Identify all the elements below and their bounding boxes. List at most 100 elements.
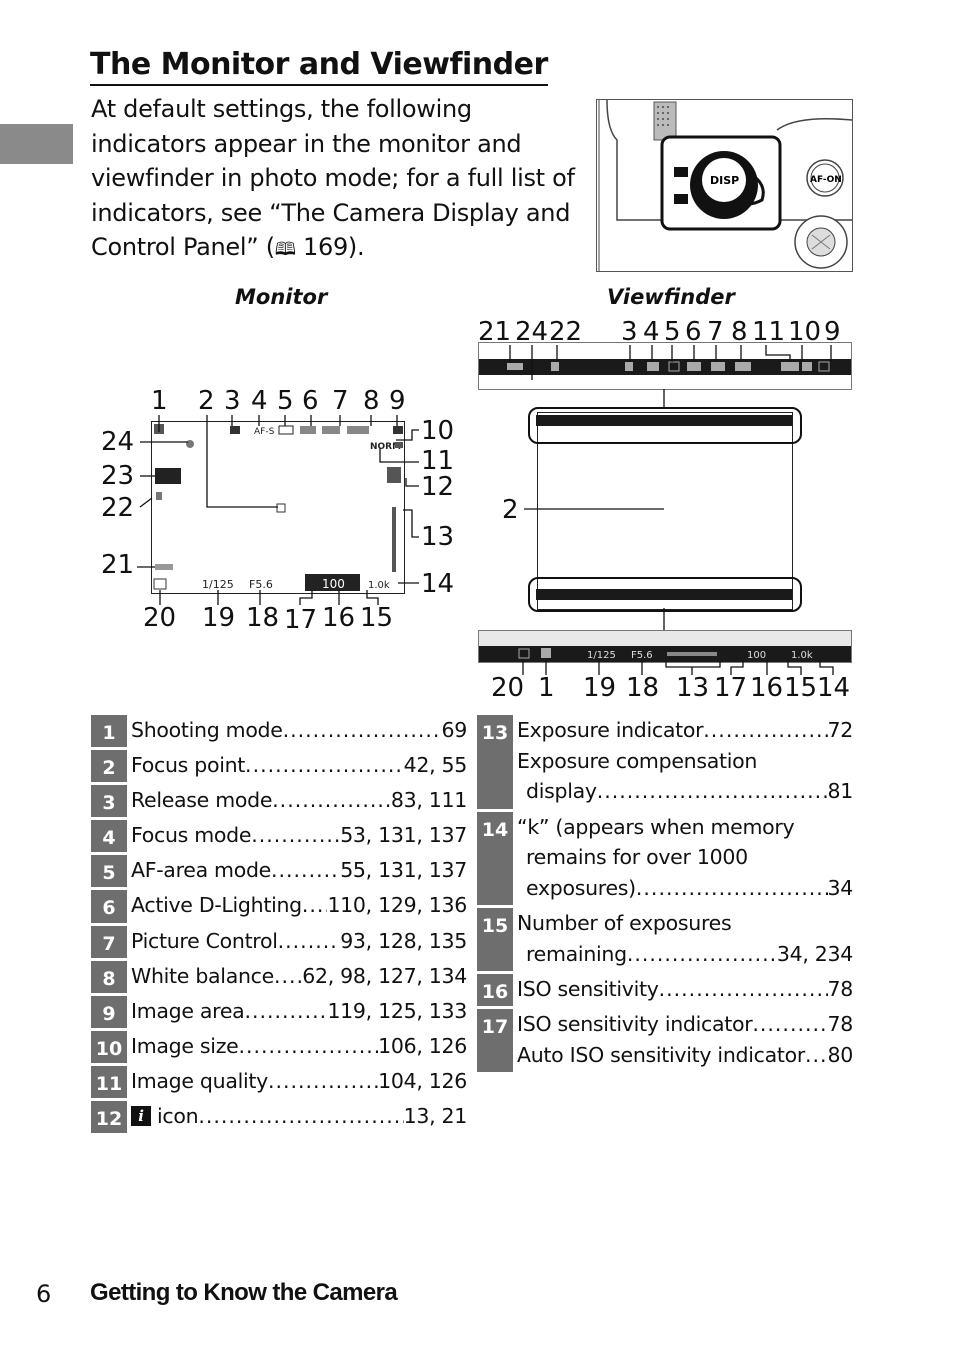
legend-label: Focus mode [131,823,252,848]
viewfinder-info-bar [536,415,792,426]
vf-callout-11: 11 [752,317,786,347]
legend-label: Auto ISO sensitivity indicator [517,1042,805,1067]
leader-dots [274,961,302,992]
legend-text: Release mode83, 111 [127,785,467,820]
legend-entry: Number of exposures [517,908,853,939]
intro-line: indicators appear in the monitor and [91,129,522,158]
legend-label: Number of exposures [517,911,732,936]
leader-dots [283,715,442,746]
legend-label: exposures) [526,875,636,900]
legend-label: Image area [131,998,245,1023]
monitor-screen: AF-S NORM 1/125 F5.6 100 1.0k [151,421,405,594]
callout-19: 19 [202,603,236,633]
legend-pages: 119, 125, 133 [327,998,467,1023]
callout-6: 6 [302,386,319,416]
leader-dots [752,1009,827,1040]
callout-7: 7 [332,386,349,416]
legend-row: 12iicon13, 21 [91,1101,467,1137]
legend-entry: iicon13, 21 [131,1101,467,1132]
legend-label: Exposure compensation [517,748,758,773]
callout-10: 10 [421,416,455,446]
legend-label: Active D-Lighting [131,893,302,918]
leader-dots [238,1031,378,1062]
legend-text: Number of exposures remaining34, 234 [513,908,853,974]
legend-number-badge: 13 [477,715,513,812]
vf-callout-17: 17 [714,673,748,703]
legend-text: iicon13, 21 [127,1101,467,1136]
vf-callout-2: 2 [502,495,519,525]
vf-callout-16: 16 [750,673,784,703]
legend-pages: 80 [827,1042,854,1067]
chapter-tab [0,124,73,164]
callout-1: 1 [151,386,168,416]
afon-label: AF-ON [810,175,842,185]
legend-pages: 53, 131, 137 [340,823,467,848]
remaining-readout: 1.0k [368,580,390,591]
legend-text: Image quality104, 126 [127,1066,467,1101]
vf-callout-18: 18 [626,673,660,703]
legend-entry: ISO sensitivity78 [517,974,853,1005]
legend-pages: 34 [827,875,854,900]
quality-readout: NORM [370,442,401,452]
legend-entry: Exposure compensation [517,746,853,777]
vf-callout-4: 4 [643,317,660,347]
legend-entry: remaining34, 234 [517,939,853,970]
legend-number-badge: 9 [91,995,127,1031]
leader-dots [278,926,341,957]
legend-number-badge: 2 [91,750,127,786]
legend-label: Exposure indicator [517,718,704,742]
intro-line: Control Panel” (🕮 169). [91,230,591,268]
legend-entry: Image size106, 126 [131,1031,467,1062]
legend-label: icon [157,1104,199,1129]
iso-readout: 100 [322,577,345,591]
vf-callout-21: 21 [478,317,512,347]
legend-entry: Shooting mode69 [131,715,467,746]
legend-label: White balance [131,963,274,988]
viewfinder-bottom-bar: 1/125 F5.6 100 1.0k [479,646,851,662]
callout-5: 5 [277,386,294,416]
legend-number-badge: 3 [91,785,127,821]
legend-number-badge: 4 [91,820,127,856]
monitor-caption: Monitor [235,285,328,309]
legend-entry: exposures) 34 [517,873,853,904]
callout-13: 13 [421,522,455,552]
legend-label: Shooting mode [131,718,283,742]
viewfinder-top-strip [478,342,852,390]
intro-line: viewfinder in photo mode; for a full lis… [91,164,575,192]
legend-number-badge: 6 [91,890,127,926]
legend-label: remains for over 1000 [526,845,748,870]
callout-17: 17 [284,605,318,635]
vf-iso: 100 [747,650,766,661]
legend-entry: display81 [517,776,853,807]
viewfinder-info-bar-bottom [536,589,792,600]
vf-callout-7: 7 [707,317,724,347]
vf-callout-10: 10 [788,317,822,347]
page-number: 6 [36,1280,52,1308]
vf-shutter: 1/125 [587,650,616,661]
camera-drawing: DISP AF-ON [597,99,853,271]
footer-section-title: Getting to Know the Camera [90,1279,398,1306]
legend-text: Focus point42, 55 [127,750,467,785]
legend-pages: 81 [827,779,854,803]
vf-callout-22: 22 [549,317,583,347]
vf-callout-20: 20 [491,673,525,703]
leader-dots [244,996,327,1027]
legend-label: ISO sensitivity [517,977,659,1002]
legend-number-badge: 15 [477,908,513,975]
legend-label: Image size [131,1033,239,1058]
disp-label: DISP [710,174,739,187]
legend-entry: Focus mode 53, 131, 137 [131,820,467,851]
legend-number-badge: 14 [477,811,513,909]
callout-11: 11 [421,446,455,476]
leader-dots [302,890,328,921]
page-title: The Monitor and Viewfinder [90,46,548,86]
callout-20: 20 [143,603,177,633]
leader-dots [271,855,340,886]
